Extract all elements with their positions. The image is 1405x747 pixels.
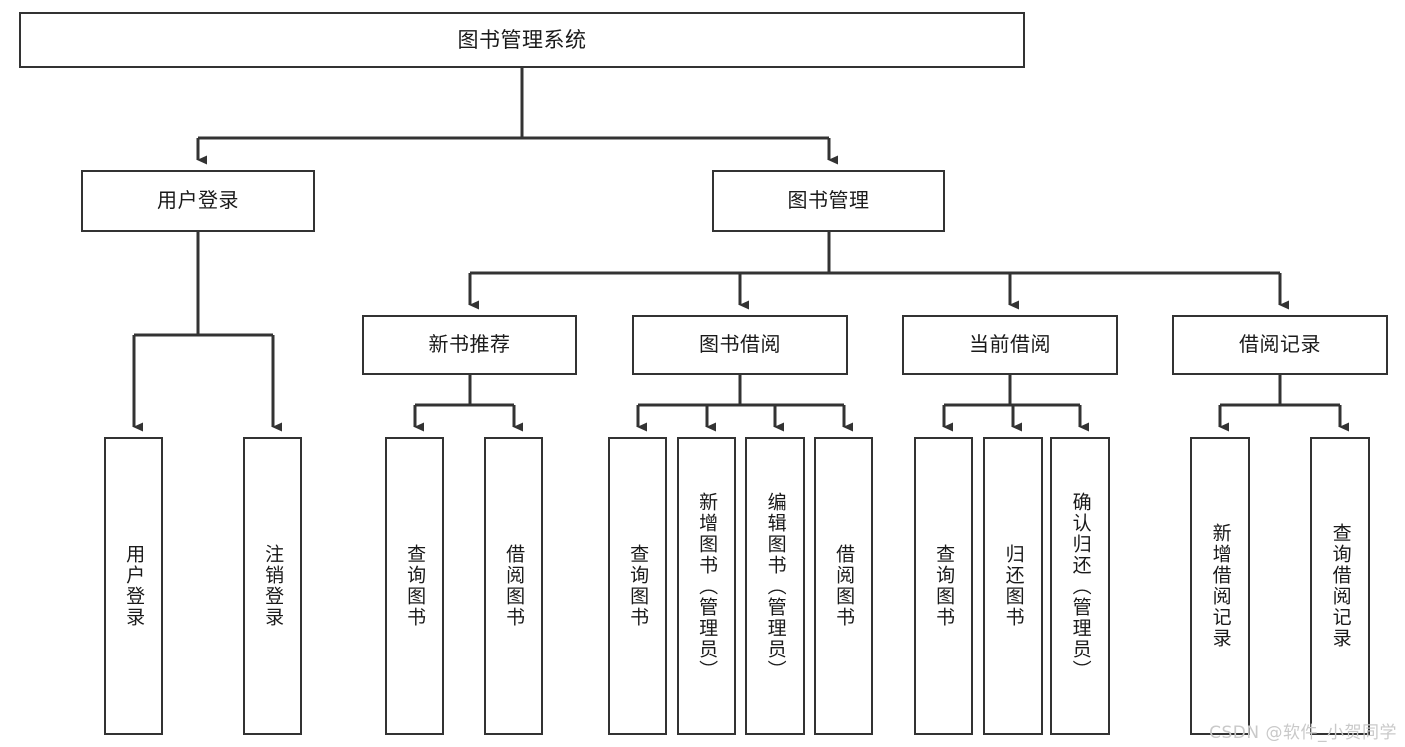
node-label: 当前借阅 — [969, 332, 1051, 357]
node-label: 图书借阅 — [699, 332, 781, 357]
node-root[interactable]: 图书管理系统 — [19, 12, 1025, 68]
node-leaf-borrow-book[interactable]: 借阅图书 — [814, 437, 873, 735]
node-leaf-query-book-borrow[interactable]: 查询图书 — [608, 437, 667, 735]
node-book-manage[interactable]: 图书管理 — [712, 170, 945, 232]
node-label: 用户登录 — [157, 188, 239, 213]
node-label: 图书管理系统 — [457, 27, 587, 52]
node-leaf-confirm-return[interactable]: 确认归还（管理员） — [1050, 437, 1110, 735]
node-label: 查询图书 — [404, 544, 427, 628]
csdn-watermark: CSDN @软件_小贺同学 — [1209, 723, 1397, 743]
node-label: 编辑图书（管理员） — [764, 491, 787, 681]
node-label: 查询图书 — [627, 544, 650, 628]
node-leaf-return-book[interactable]: 归还图书 — [983, 437, 1043, 735]
node-label: 图书管理 — [787, 188, 870, 213]
node-borrow-record[interactable]: 借阅记录 — [1172, 315, 1388, 375]
node-label: 归还图书 — [1002, 544, 1025, 628]
node-label: 用户登录 — [123, 544, 146, 628]
node-book-borrow[interactable]: 图书借阅 — [632, 315, 848, 375]
node-label: 借阅图书 — [503, 544, 526, 628]
node-label: 注销登录 — [262, 544, 285, 628]
node-label: 借阅图书 — [833, 544, 856, 628]
node-label: 查询图书 — [933, 544, 956, 628]
node-label: 新增图书（管理员） — [696, 491, 719, 681]
node-leaf-user-logout[interactable]: 注销登录 — [243, 437, 302, 735]
node-leaf-query-book-rec[interactable]: 查询图书 — [385, 437, 444, 735]
node-leaf-add-record[interactable]: 新增借阅记录 — [1190, 437, 1250, 735]
node-user-login[interactable]: 用户登录 — [81, 170, 315, 232]
node-label: 查询借阅记录 — [1329, 523, 1352, 649]
node-new-book-recommend[interactable]: 新书推荐 — [362, 315, 577, 375]
node-label: 新增借阅记录 — [1209, 523, 1232, 649]
node-current-borrow[interactable]: 当前借阅 — [902, 315, 1118, 375]
node-leaf-user-login[interactable]: 用户登录 — [104, 437, 163, 735]
node-leaf-edit-book[interactable]: 编辑图书（管理员） — [745, 437, 805, 735]
node-label: 借阅记录 — [1239, 332, 1321, 357]
node-leaf-query-book-cur[interactable]: 查询图书 — [914, 437, 973, 735]
node-leaf-add-book[interactable]: 新增图书（管理员） — [677, 437, 736, 735]
node-leaf-query-record[interactable]: 查询借阅记录 — [1310, 437, 1370, 735]
node-leaf-borrow-book-rec[interactable]: 借阅图书 — [484, 437, 543, 735]
node-label: 新书推荐 — [428, 332, 511, 357]
node-label: 确认归还（管理员） — [1069, 491, 1092, 681]
